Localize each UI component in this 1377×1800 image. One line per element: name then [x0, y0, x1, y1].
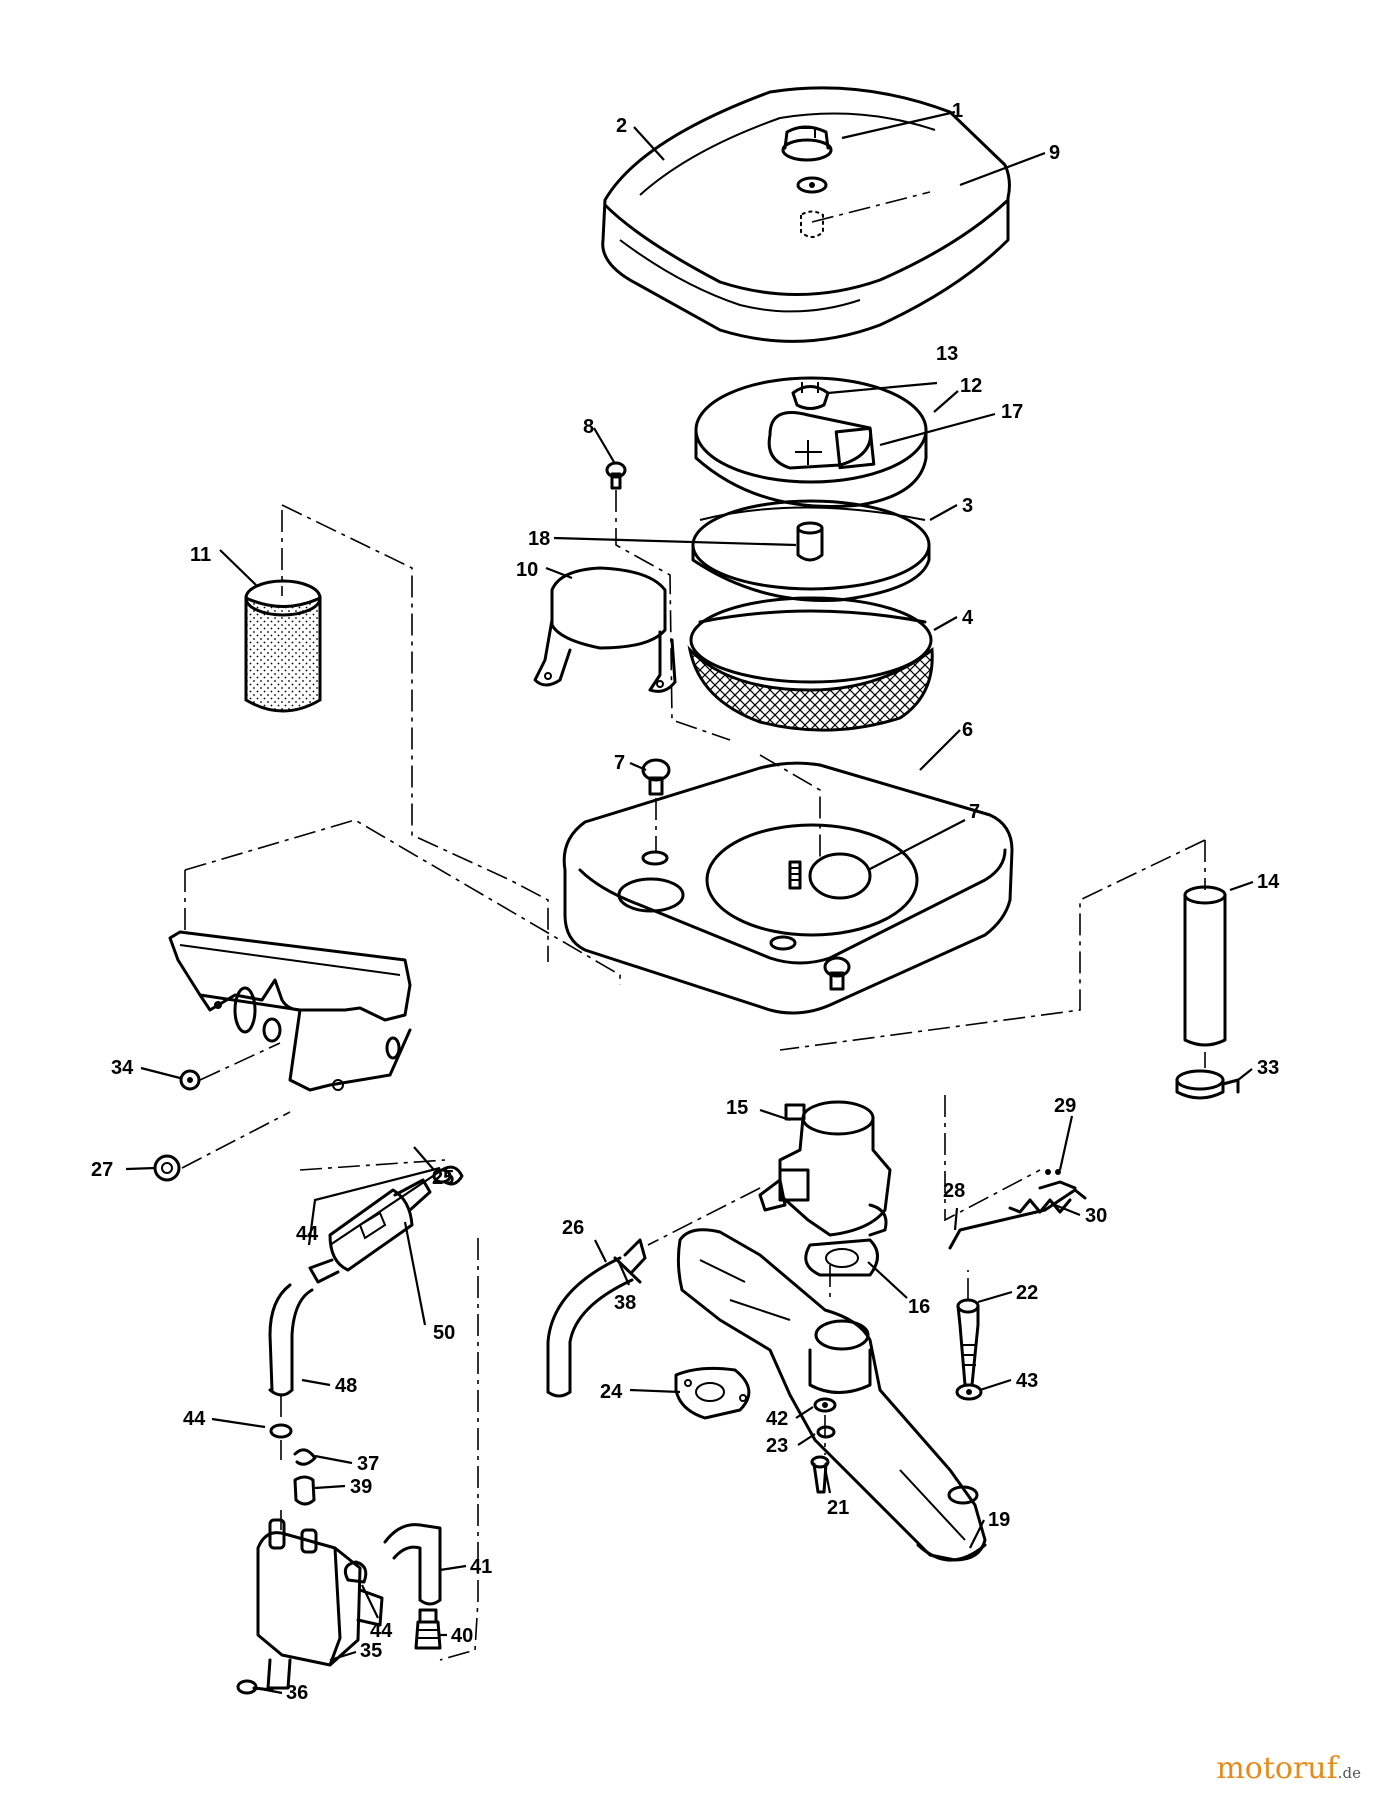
pump-hose [383, 1523, 442, 1606]
mounting-bracket [168, 930, 412, 1092]
part-label-34: 34 [111, 1057, 134, 1079]
callout-labels: 1 2 9 13 12 17 8 3 18 11 10 4 6 7 7 14 3… [91, 100, 1280, 1704]
part-label-43: 43 [1016, 1370, 1038, 1392]
fuel-pump [256, 1518, 384, 1690]
manifold-bolt [956, 1298, 980, 1387]
watermark-suffix: .de [1337, 1764, 1361, 1782]
hose-clip-mid [269, 1423, 293, 1439]
part-label-28: 28 [943, 1180, 965, 1202]
part-label-18: 18 [528, 528, 550, 550]
part-label-1: 1 [952, 100, 963, 122]
part-label-41: 41 [470, 1556, 492, 1578]
flat-washer [816, 1425, 836, 1439]
part-label-29: 29 [1054, 1095, 1076, 1117]
bracket-screw [605, 461, 627, 490]
filter-hose [268, 1283, 314, 1397]
part-label-33: 33 [1257, 1057, 1279, 1079]
part-label-6: 6 [962, 719, 973, 741]
part-label-44a: 44 [296, 1223, 319, 1245]
manifold-gasket [674, 1366, 751, 1420]
part-label-2: 2 [616, 115, 627, 137]
pump-fitting [293, 1475, 316, 1506]
part-label-22: 22 [1016, 1282, 1038, 1304]
air-cleaner-base [562, 761, 1014, 1015]
part-label-21: 21 [827, 1497, 849, 1519]
lock-washer [813, 1397, 837, 1413]
cylinder-filter [244, 579, 322, 713]
part-label-23: 23 [766, 1435, 788, 1457]
intake-manifold [676, 1228, 987, 1562]
base-screw-left [641, 758, 671, 796]
part-label-14: 14 [1257, 871, 1280, 893]
part-label-44b: 44 [183, 1408, 206, 1430]
carburetor-gasket [804, 1238, 879, 1277]
part-label-25: 25 [432, 1167, 454, 1189]
part-label-3: 3 [962, 495, 973, 517]
part-label-48: 48 [335, 1375, 357, 1397]
part-label-8: 8 [583, 416, 594, 438]
carburetor [758, 1100, 892, 1237]
part-label-35: 35 [360, 1640, 382, 1662]
cover-washer [796, 176, 828, 238]
air-cleaner-cover [601, 86, 1011, 343]
filter-bracket [533, 566, 677, 693]
manifold-screw [810, 1455, 830, 1494]
fuel-hose-bent [546, 1256, 642, 1398]
hose-clamp-37 [293, 1448, 317, 1466]
filter-sleeve [796, 521, 824, 562]
cover-knob [781, 125, 833, 162]
bolt-washer [955, 1383, 983, 1401]
part-label-17: 17 [1001, 401, 1023, 423]
intake-tube [1183, 885, 1227, 1047]
part-label-15: 15 [726, 1097, 748, 1119]
leader-lines [125, 110, 1254, 1695]
filter-band [691, 499, 931, 602]
hose-clip-top [440, 1165, 464, 1186]
part-label-36: 36 [286, 1682, 308, 1704]
part-label-10: 10 [516, 559, 538, 581]
tube-clamp [1175, 1069, 1240, 1100]
pre-cleaner-element [687, 596, 934, 732]
part-label-27: 27 [91, 1159, 113, 1181]
part-label-7a: 7 [614, 752, 625, 774]
brand-watermark: motoruf.de [1216, 1751, 1361, 1786]
bracket-nut-large [153, 1154, 181, 1182]
part-label-9: 9 [1049, 142, 1060, 164]
assembly-lines [181, 191, 1206, 1661]
part-label-42: 42 [766, 1408, 788, 1430]
part-label-38: 38 [614, 1292, 636, 1314]
hose-fitting [414, 1608, 442, 1650]
throttle-linkage [948, 1169, 1087, 1250]
base-stud [788, 860, 802, 890]
part-label-7b: 7 [969, 801, 980, 823]
part-label-39: 39 [350, 1476, 372, 1498]
inline-fuel-filter [308, 1168, 452, 1284]
part-label-4: 4 [962, 607, 974, 629]
wing-nut [791, 382, 830, 410]
hose-clamp [623, 1238, 647, 1274]
part-label-50: 50 [433, 1322, 455, 1344]
pump-clip [343, 1560, 368, 1584]
part-label-40: 40 [451, 1625, 473, 1647]
part-label-11: 11 [190, 544, 211, 566]
base-screw-right [823, 956, 851, 991]
watermark-brand: motoruf [1216, 1751, 1338, 1786]
part-label-19: 19 [988, 1509, 1010, 1531]
part-label-12: 12 [960, 375, 982, 397]
part-label-13: 13 [936, 343, 958, 365]
part-label-16: 16 [908, 1296, 930, 1318]
bracket-nut-small [179, 1069, 201, 1091]
part-label-24: 24 [600, 1381, 623, 1403]
part-label-26: 26 [562, 1217, 584, 1239]
part-label-37: 37 [357, 1453, 379, 1475]
filter-top-plate [694, 376, 928, 508]
part-label-44c: 44 [370, 1620, 393, 1642]
part-label-30: 30 [1085, 1205, 1107, 1227]
